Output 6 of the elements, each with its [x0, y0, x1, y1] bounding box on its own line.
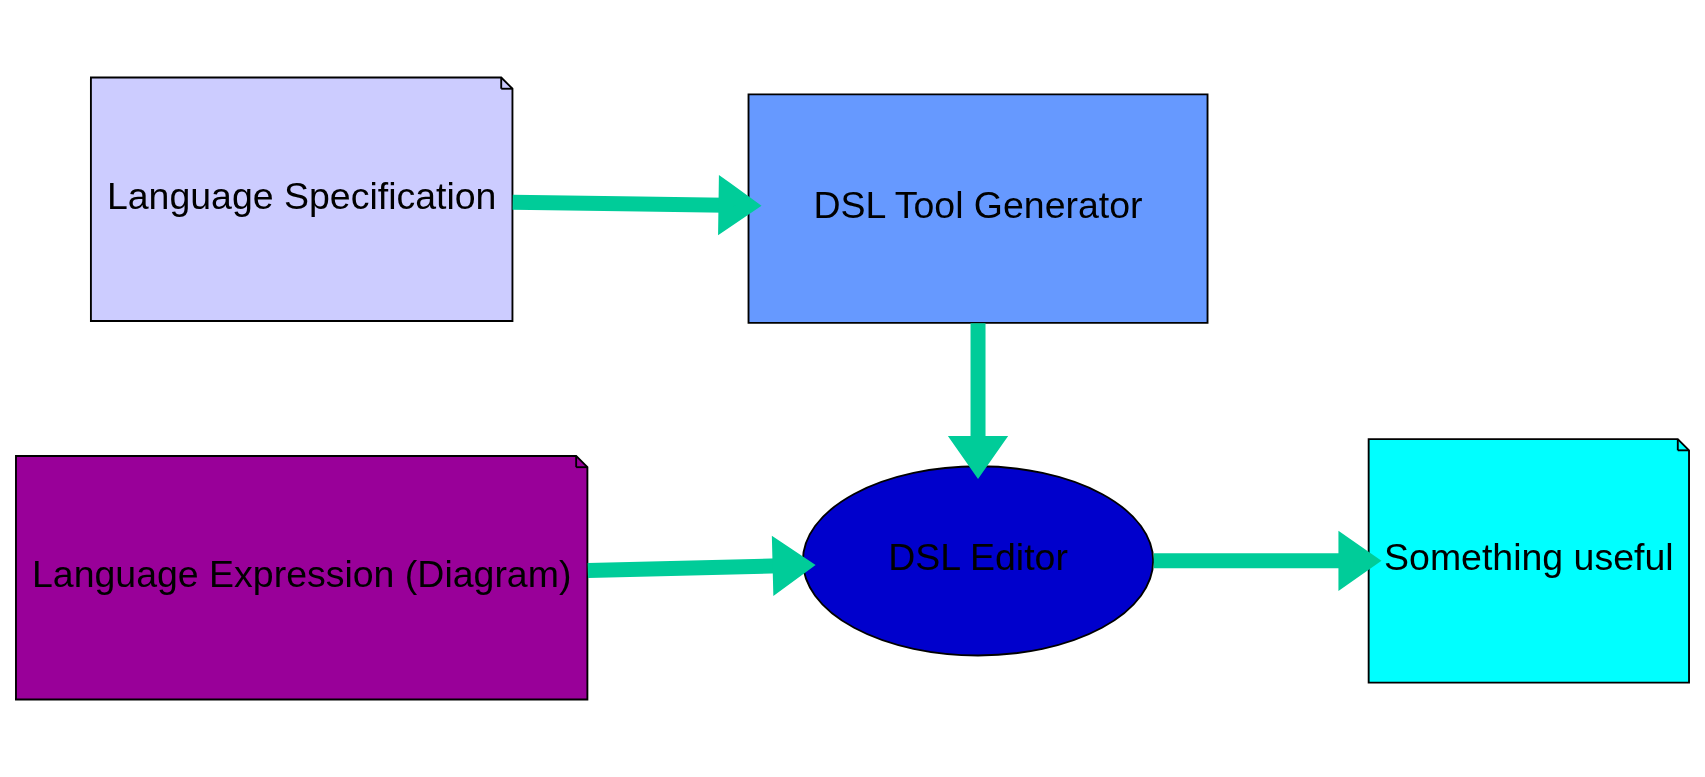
node-ellipse: DSL Editor [801, 465, 1155, 657]
arrow [1153, 530, 1382, 591]
arrow [512, 174, 762, 236]
arrow [947, 323, 1009, 479]
arrow [587, 535, 816, 597]
node-box: DSL Tool Generator [747, 93, 1209, 324]
